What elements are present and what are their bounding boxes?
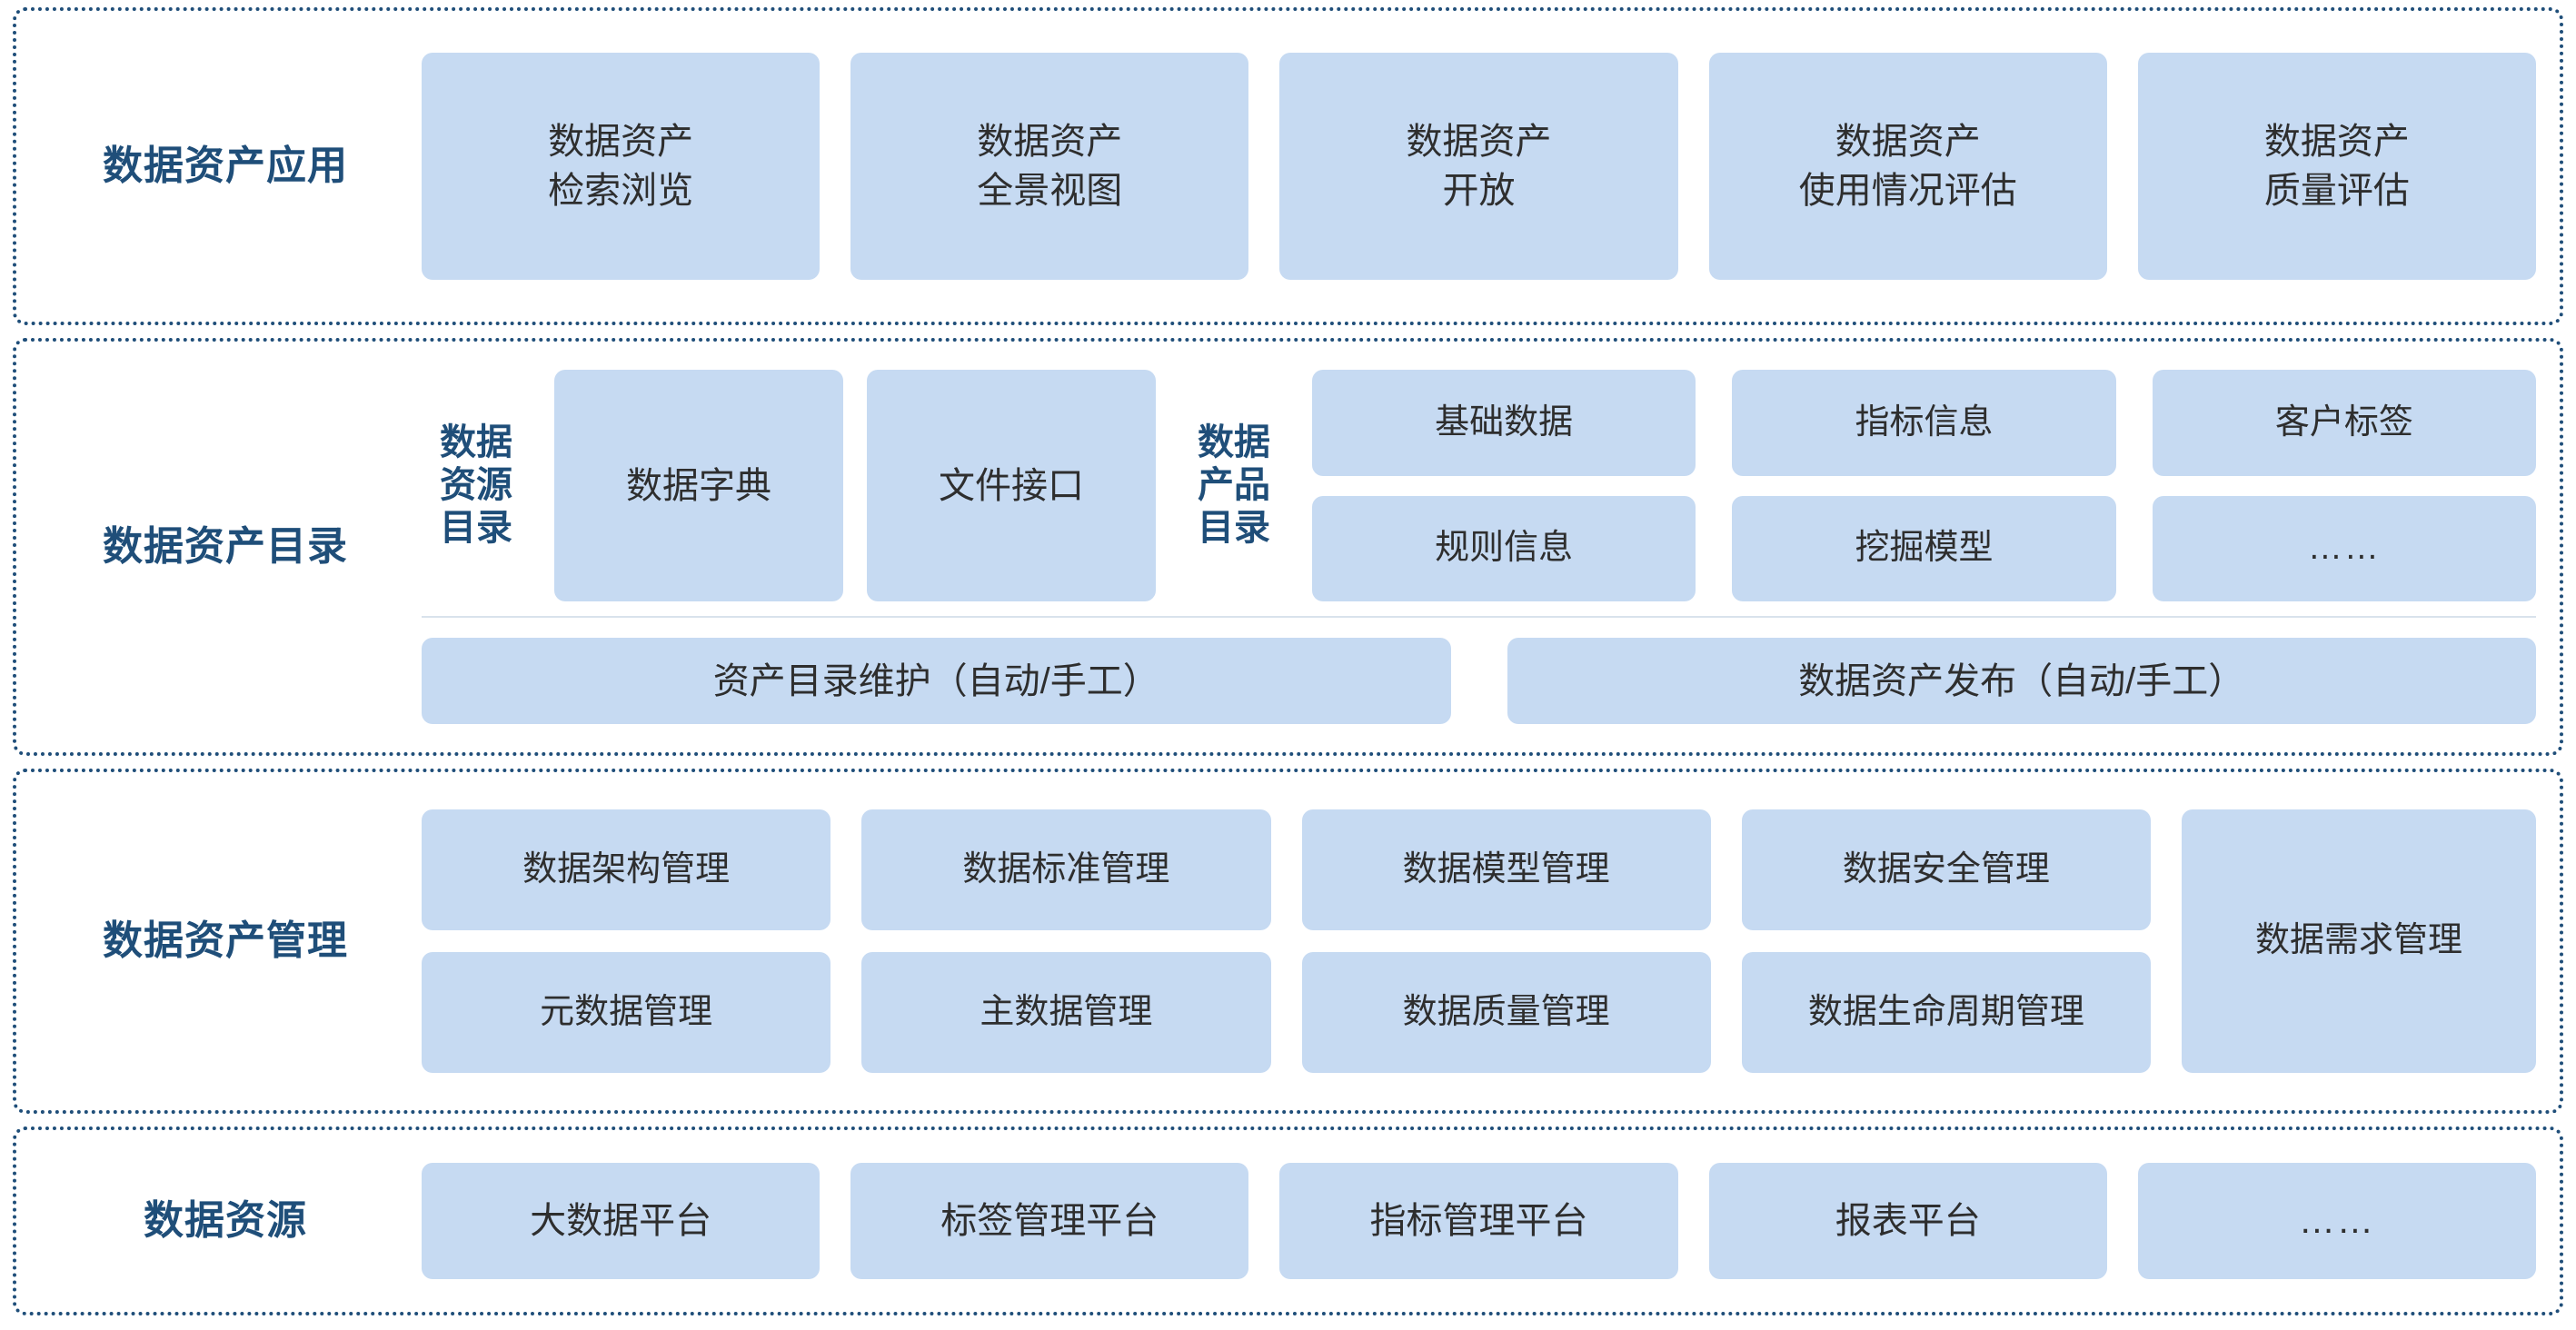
section-body-data-resource: 大数据平台 标签管理平台 指标管理平台 报表平台 …… xyxy=(422,1139,2537,1303)
tile-indicator-management-platform[interactable]: 指标管理平台 xyxy=(1279,1163,1678,1279)
section-data-asset-application: 数据资产应用 数据资产 检索浏览 数据资产 全景视图 数据资产 开放 数据资产 … xyxy=(13,7,2563,325)
tile-asset-quality-evaluation[interactable]: 数据资产 质量评估 xyxy=(2137,53,2537,280)
section-label-data-resource: 数据资源 xyxy=(144,1197,307,1243)
tile-master-data-management[interactable]: 主数据管理 xyxy=(861,952,1271,1073)
tile-asset-open[interactable]: 数据资产 开放 xyxy=(1279,53,1678,280)
tile-data-standard-management[interactable]: 数据标准管理 xyxy=(861,809,1271,930)
section-body-data-asset-catalog: 数据 资源 目录 数据字典 文件接口 数据 产品 目录 基础数据 指标信息 客户… xyxy=(422,351,2536,743)
tile-file-interface[interactable]: 文件接口 xyxy=(867,370,1156,601)
section-label-data-asset-management: 数据资产管理 xyxy=(103,918,348,963)
tile-indicator-info[interactable]: 指标信息 xyxy=(1732,370,2116,476)
tile-data-dictionary[interactable]: 数据字典 xyxy=(554,370,843,601)
tile-resource-more[interactable]: …… xyxy=(2137,1163,2537,1279)
tile-asset-publish[interactable]: 数据资产发布（自动/手工） xyxy=(1507,638,2536,724)
section-data-asset-catalog: 数据资产目录 数据 资源 目录 数据字典 文件接口 数据 产品 目录 基础数据 … xyxy=(13,338,2563,756)
tile-data-model-management[interactable]: 数据模型管理 xyxy=(1301,809,1711,930)
tile-data-lifecycle-management[interactable]: 数据生命周期管理 xyxy=(1741,952,2151,1073)
tile-data-quality-management[interactable]: 数据质量管理 xyxy=(1301,952,1711,1073)
catalog-divider xyxy=(422,616,2536,618)
tile-report-platform[interactable]: 报表平台 xyxy=(1708,1163,2107,1279)
management-wrapper: 数据架构管理 数据标准管理 数据模型管理 数据安全管理 元数据管理 主数据管理 … xyxy=(422,809,2536,1073)
catalog-bottom-row: 资产目录维护（自动/手工） 数据资产发布（自动/手工） xyxy=(422,638,2536,724)
tile-big-data-platform[interactable]: 大数据平台 xyxy=(422,1163,821,1279)
tile-product-more[interactable]: …… xyxy=(2152,495,2536,601)
section-label-data-asset-catalog: 数据资产目录 xyxy=(103,523,348,569)
tile-mining-model[interactable]: 挖掘模型 xyxy=(1732,495,2116,601)
resource-tile-row: 大数据平台 标签管理平台 指标管理平台 报表平台 …… xyxy=(422,1163,2537,1279)
tile-metadata-management[interactable]: 元数据管理 xyxy=(422,952,831,1073)
label-data-resource-catalog: 数据 资源 目录 xyxy=(440,422,512,549)
tile-data-requirement-management[interactable]: 数据需求管理 xyxy=(2182,809,2536,1073)
application-tile-row: 数据资产 检索浏览 数据资产 全景视图 数据资产 开放 数据资产 使用情况评估 … xyxy=(422,53,2537,280)
tile-data-architecture-management[interactable]: 数据架构管理 xyxy=(422,809,831,930)
tile-asset-panorama-view[interactable]: 数据资产 全景视图 xyxy=(850,53,1249,280)
label-data-product-catalog: 数据 产品 目录 xyxy=(1198,422,1270,549)
section-data-asset-management: 数据资产管理 数据架构管理 数据标准管理 数据模型管理 数据安全管理 元数据管理… xyxy=(13,769,2563,1114)
tile-customer-tag[interactable]: 客户标签 xyxy=(2152,370,2536,476)
management-grid: 数据架构管理 数据标准管理 数据模型管理 数据安全管理 元数据管理 主数据管理 … xyxy=(422,809,2151,1073)
tile-rule-info[interactable]: 规则信息 xyxy=(1312,495,1696,601)
tile-asset-usage-evaluation[interactable]: 数据资产 使用情况评估 xyxy=(1708,53,2107,280)
section-data-resource: 数据资源 大数据平台 标签管理平台 指标管理平台 报表平台 …… xyxy=(13,1127,2563,1315)
tile-asset-search-browse[interactable]: 数据资产 检索浏览 xyxy=(422,53,821,280)
product-catalog-grid: 基础数据 指标信息 客户标签 规则信息 挖掘模型 …… xyxy=(1312,370,2536,601)
tile-catalog-maintenance[interactable]: 资产目录维护（自动/手工） xyxy=(422,638,1451,724)
tile-data-security-management[interactable]: 数据安全管理 xyxy=(1741,809,2151,930)
tile-basic-data[interactable]: 基础数据 xyxy=(1312,370,1696,476)
tile-tag-management-platform[interactable]: 标签管理平台 xyxy=(850,1163,1249,1279)
section-body-data-asset-application: 数据资产 检索浏览 数据资产 全景视图 数据资产 开放 数据资产 使用情况评估 … xyxy=(422,20,2537,313)
section-body-data-asset-management: 数据架构管理 数据标准管理 数据模型管理 数据安全管理 元数据管理 主数据管理 … xyxy=(422,781,2536,1101)
section-label-data-asset-application: 数据资产应用 xyxy=(103,143,348,188)
catalog-top-row: 数据 资源 目录 数据字典 文件接口 数据 产品 目录 基础数据 指标信息 客户… xyxy=(422,370,2536,601)
